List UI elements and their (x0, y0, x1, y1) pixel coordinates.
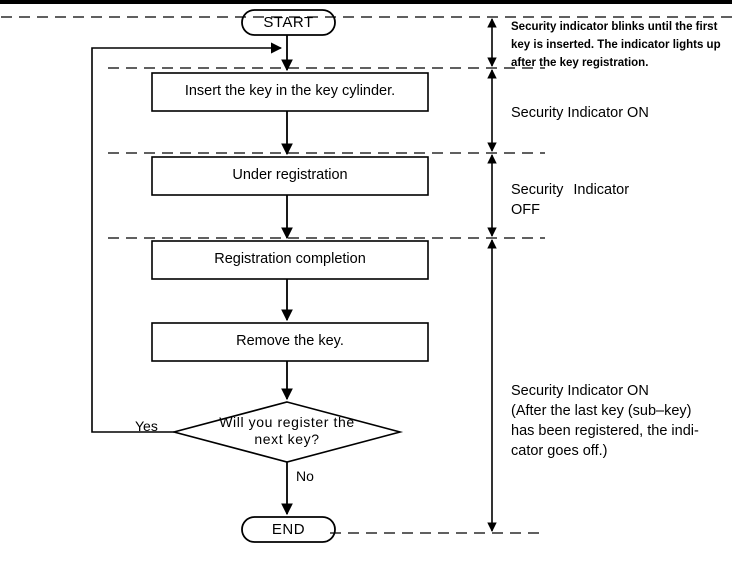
remove-key-box-shape (151, 322, 429, 362)
registration-completion-box-shape (151, 240, 429, 280)
page-top-rule (0, 0, 732, 4)
insert-key-box-shape (151, 72, 429, 112)
decision-diamond-shape (170, 401, 404, 463)
start-terminator-shape (241, 9, 336, 36)
under-registration-box-shape (151, 156, 429, 196)
annotation-indicator-blink: Security indicator blinks until the firs… (511, 21, 721, 69)
annotation-indicator-off: Security Indicator OFF (511, 182, 630, 218)
branch-label-yes: Yes (135, 418, 158, 434)
branch-label-no: No (296, 468, 314, 484)
annotation-indicator-on-first: Security Indicator ON (511, 105, 649, 121)
connector-decision-yes-loop (91, 42, 283, 433)
annotation-indicator-on-last: Security Indicator ON (After the last ke… (511, 383, 699, 459)
end-terminator-shape (241, 516, 336, 543)
